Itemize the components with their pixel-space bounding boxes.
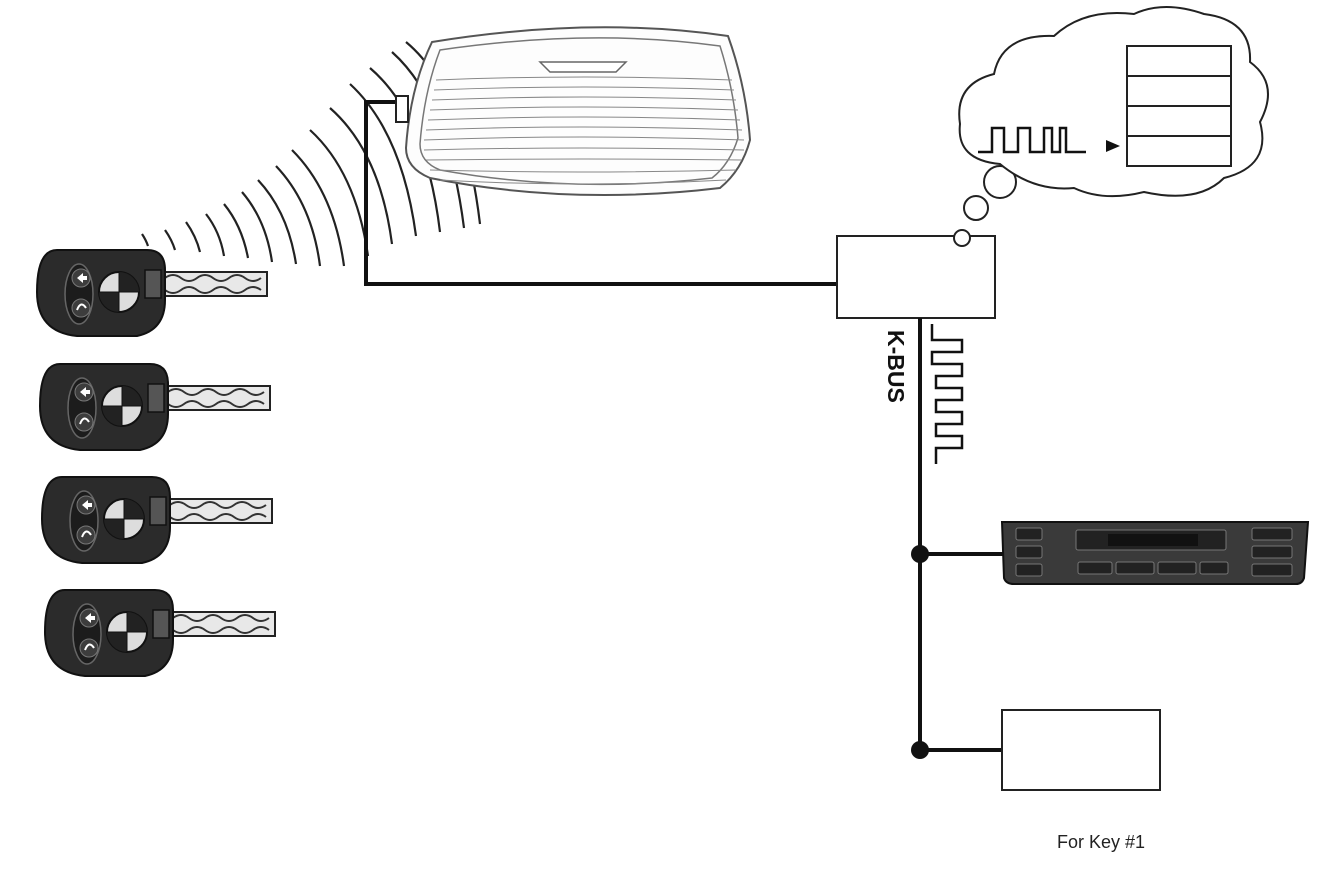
control-panel-icon — [1000, 521, 1310, 585]
caption: For Key #1 — [1057, 832, 1146, 852]
pulse-signal-icon — [930, 324, 964, 464]
rear-window-icon — [404, 26, 752, 197]
key-fob-icon — [36, 249, 268, 337]
bus-label: K-BUS — [883, 330, 909, 403]
key-fob-icon — [41, 476, 273, 564]
module-box — [1001, 709, 1161, 791]
control-module-box — [836, 235, 996, 319]
thought-bubble-icon — [953, 6, 1269, 247]
pulse-signal-icon — [978, 126, 1086, 154]
key-fob-icon — [44, 589, 276, 677]
key-fob-icon — [39, 363, 271, 451]
